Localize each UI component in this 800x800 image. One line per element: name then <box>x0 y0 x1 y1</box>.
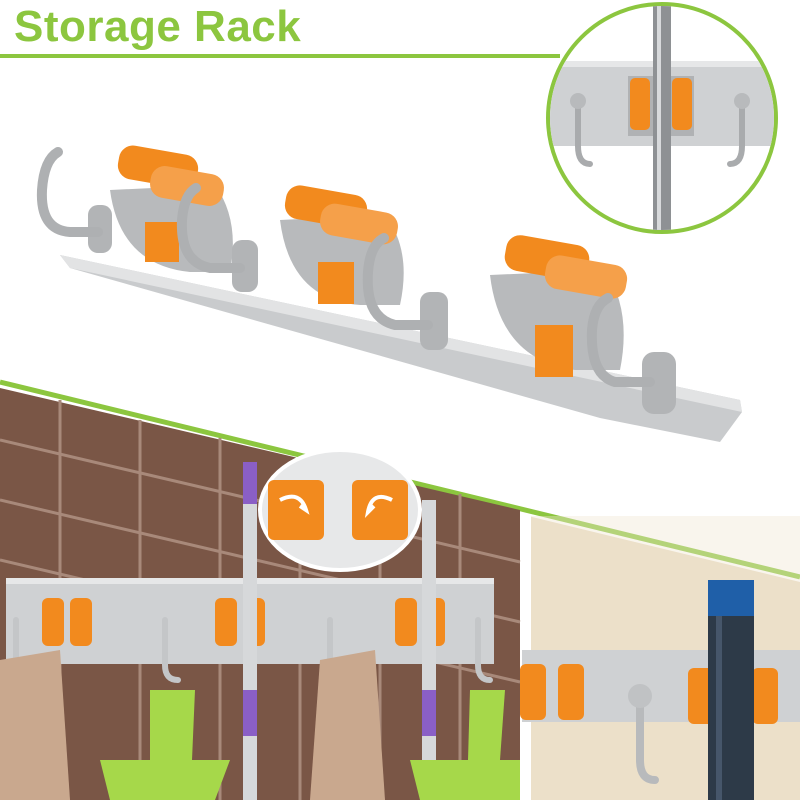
orange-roller <box>672 78 692 130</box>
orange-roller <box>150 166 224 206</box>
title-underline <box>0 54 560 58</box>
rotate-arrow-icon <box>279 494 393 518</box>
orange-roller <box>520 664 778 724</box>
orange-roller <box>320 203 398 245</box>
detail-inset <box>546 2 778 234</box>
hook-post <box>88 205 676 414</box>
mop-rod <box>422 500 436 800</box>
dustpan <box>150 690 195 760</box>
orange-roller <box>544 255 628 299</box>
orange-roller <box>630 78 650 130</box>
towel <box>310 650 385 800</box>
product-title: Storage Rack <box>14 2 302 51</box>
wall-scene <box>0 388 521 800</box>
wall-scene <box>520 516 800 800</box>
clamp <box>110 145 233 272</box>
clamp <box>280 185 404 305</box>
detail-inset-illustration <box>550 6 774 230</box>
mop-rod <box>243 462 257 800</box>
towel <box>0 650 70 800</box>
dustpan <box>468 690 505 760</box>
mop-rod <box>708 580 754 800</box>
hook-icon <box>575 103 745 167</box>
hook-icon <box>636 696 659 784</box>
hook-icon <box>36 147 655 387</box>
